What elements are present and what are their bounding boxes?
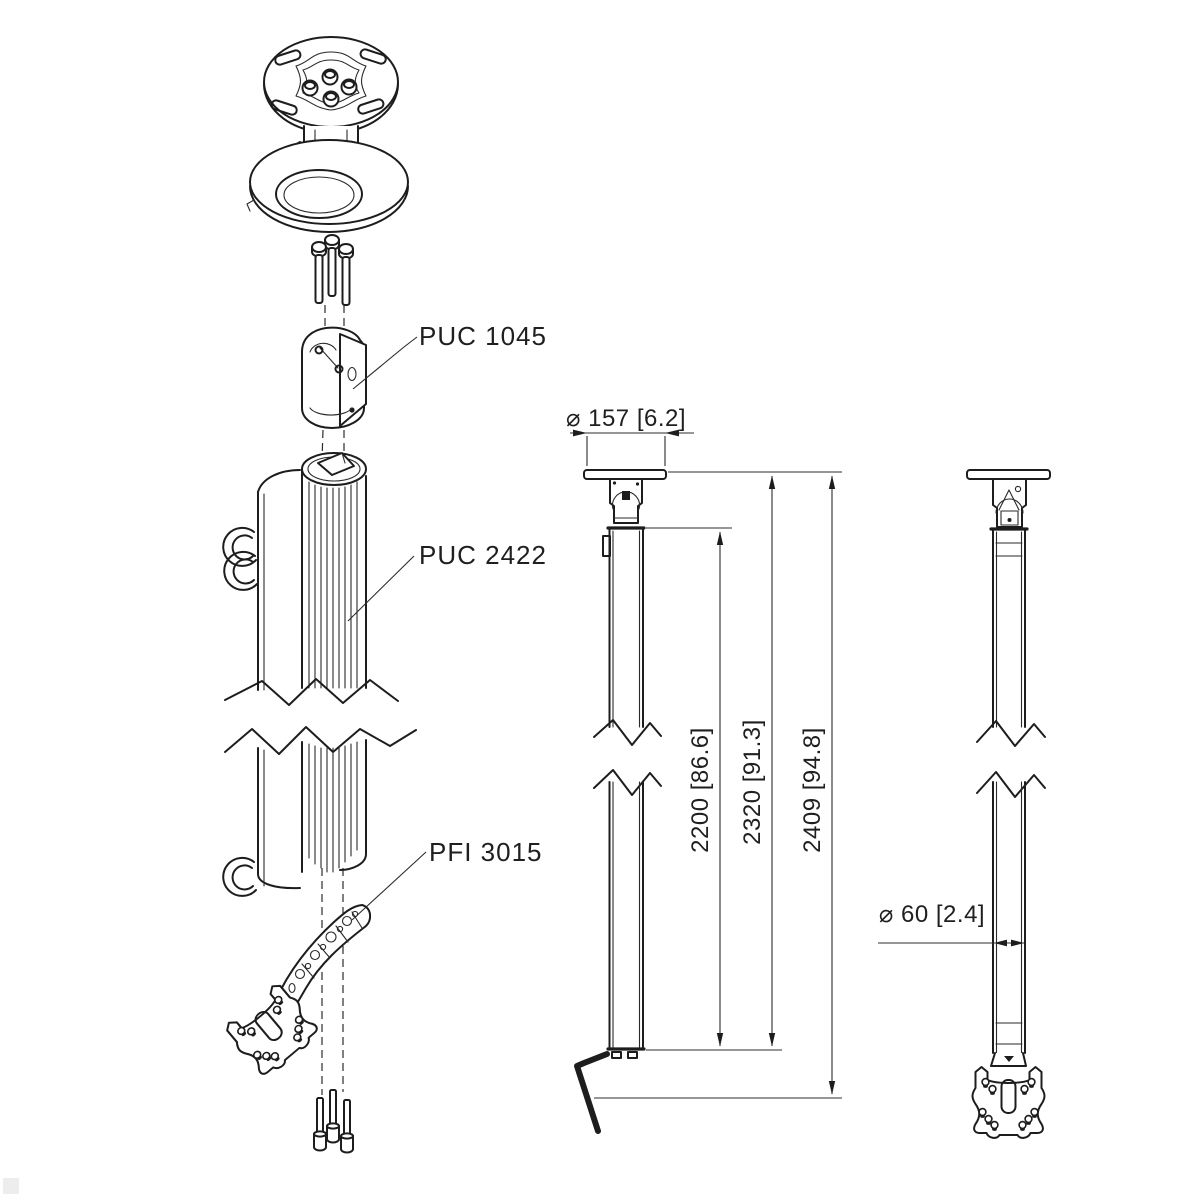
dim-pole-length: 2200 [86.6]	[687, 727, 714, 853]
connector-puc-1045	[301, 326, 367, 429]
side-vesa-plate	[973, 1067, 1045, 1138]
side-connector	[992, 478, 1027, 528]
vesa-plate	[222, 980, 323, 1080]
centerlines	[321, 305, 345, 1095]
break-symbol	[976, 771, 1046, 798]
mounting-screws	[311, 234, 354, 306]
side-tube	[976, 527, 1046, 1067]
break-symbol	[593, 769, 662, 796]
front-view: ⌀ 157 [6.2] 2200 [86.6] 2320 [91.3] 2409…	[566, 405, 842, 1134]
break-symbol	[976, 720, 1046, 747]
break-symbol	[593, 719, 662, 746]
cable-clip-icon	[222, 856, 257, 897]
pole-puc-2422-upper	[222, 452, 399, 706]
plate-slots	[270, 48, 387, 116]
watermark	[3, 1178, 19, 1194]
front-tube	[593, 526, 662, 1059]
adapter-pfi-3015	[222, 904, 372, 1080]
display-bolts	[313, 1089, 354, 1154]
side-view: ⌀ 60 [2.4]	[878, 469, 1051, 1138]
pole-puc-2422-lower	[222, 726, 417, 897]
ceiling-plate	[263, 36, 399, 174]
label-puc-2422: PUC 2422	[419, 540, 547, 570]
front-display-adapter	[574, 1051, 610, 1134]
break-symbol	[224, 726, 417, 755]
cover-ring	[246, 139, 409, 233]
front-connector	[609, 478, 643, 524]
front-ceiling-plate	[583, 469, 667, 480]
adapter-holes	[288, 910, 359, 994]
side-dimensions: ⌀ 60 [2.4]	[878, 901, 1024, 947]
side-ceiling-plate	[966, 469, 1051, 480]
pole-grooves	[308, 741, 358, 873]
dim-plate-diameter: ⌀ 157 [6.2]	[566, 405, 686, 432]
part-labels: PUC 1045 PUC 2422 PFI 3015	[347, 321, 547, 921]
dim-total-length: 2409 [94.8]	[799, 727, 826, 853]
plate-bolts	[301, 68, 358, 108]
break-symbol	[224, 678, 399, 706]
pole-grooves	[308, 481, 358, 689]
dim-plate-to-pole-end: 2320 [91.3]	[739, 719, 766, 845]
dim-tube-diameter: ⌀ 60 [2.4]	[879, 901, 985, 928]
label-puc-1045: PUC 1045	[419, 321, 547, 351]
front-dimensions: ⌀ 157 [6.2] 2200 [86.6] 2320 [91.3] 2409…	[566, 405, 842, 1099]
label-pfi-3015: PFI 3015	[429, 837, 543, 867]
exploded-view: PUC 1045 PUC 2422 PFI 3015	[222, 36, 547, 1154]
